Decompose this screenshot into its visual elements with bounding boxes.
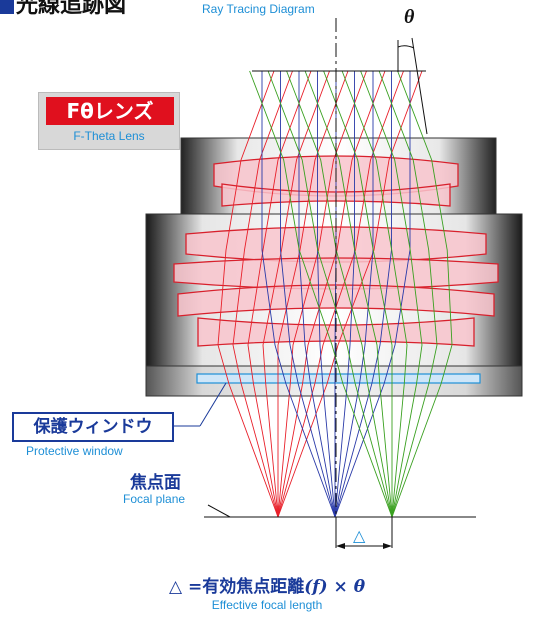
protective-window-label: 保護ウィンドウ (33, 417, 153, 437)
ray-line (341, 70, 408, 518)
ray-line (217, 70, 279, 518)
ray-line (317, 71, 336, 518)
ray-line (247, 70, 312, 518)
ray-line (277, 70, 404, 518)
formula-delta: △ (168, 577, 183, 597)
formula-equals: = (187, 577, 203, 597)
formula-times: × (333, 577, 348, 597)
ray-line (334, 71, 392, 518)
delta-arrow-left (336, 543, 345, 549)
protective-window-glass (196, 373, 481, 384)
ray-line (280, 71, 336, 518)
window-leader-d (199, 382, 227, 427)
ray-bundles (217, 70, 453, 518)
formula-text: 有効焦点距離 (202, 577, 305, 597)
ray-line (277, 70, 349, 517)
lens-type-subtitle: F-Theta Lens (73, 129, 145, 143)
protective-window-label-en: Protective window (26, 444, 123, 458)
effective-focal-length-label: Effective focal length (211, 598, 323, 612)
delta-label: △ (353, 528, 366, 545)
theta-incident-ref (411, 37, 428, 135)
ray-line (360, 70, 423, 518)
formula-theta: θ (353, 577, 366, 597)
ray-line (323, 70, 393, 517)
page-title-en: Ray Tracing Diagram (202, 2, 315, 16)
ray-line (249, 70, 393, 518)
focal-plane-label: 焦点面 (130, 473, 181, 493)
theta-angle-label: θ (404, 6, 415, 28)
title-square-icon (0, 0, 14, 14)
ray-line (277, 70, 423, 518)
ray-line (262, 70, 330, 518)
ray-line (304, 70, 393, 518)
ray-line (334, 71, 411, 518)
focal-plane-label-en: Focal plane (123, 492, 186, 506)
lens-type-title: Fθレンズ (46, 97, 174, 125)
ray-line (378, 70, 438, 518)
ray-line (277, 70, 386, 518)
ray-line (232, 70, 293, 518)
ray-line (286, 70, 393, 518)
ray-line (277, 70, 367, 518)
ray-line (391, 70, 453, 518)
focal-plane-leader (207, 504, 231, 518)
page-title: 光線追跡図 (16, 0, 127, 18)
ray-line (298, 71, 336, 518)
protective-window-label-box: 保護ウィンドウ (12, 412, 174, 442)
focal-formula: △ =有効焦点距離(f) × θ (0, 572, 534, 597)
ray-line (334, 71, 374, 518)
lens-type-badge: Fθレンズ F-Theta Lens (38, 92, 180, 150)
ray-line (334, 71, 355, 518)
ray-line (267, 70, 393, 518)
formula-f: (f) (304, 577, 328, 597)
ray-line (261, 71, 336, 518)
delta-arrow-right (383, 543, 392, 549)
theta-arc (397, 45, 415, 49)
